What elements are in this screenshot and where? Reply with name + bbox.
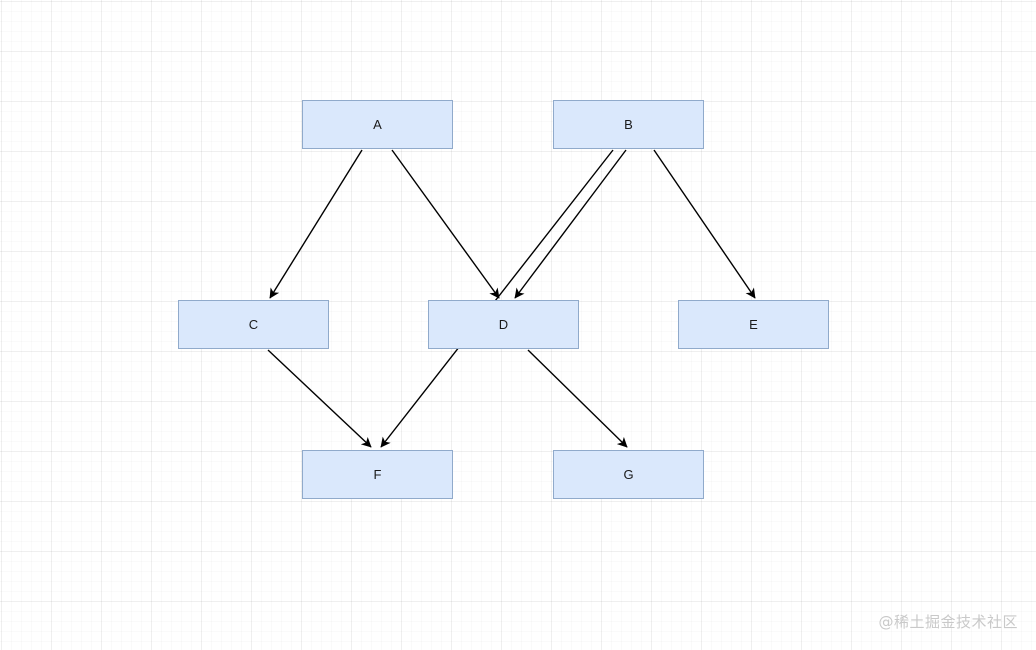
edges-group bbox=[267, 149, 756, 448]
edge-b-to-f[interactable] bbox=[380, 149, 614, 448]
edge-d-to-g[interactable] bbox=[527, 349, 628, 448]
edge-c-to-f[interactable] bbox=[267, 349, 372, 448]
node-d[interactable]: D bbox=[428, 300, 579, 349]
node-e-label: E bbox=[749, 317, 758, 332]
edge-a-to-c[interactable] bbox=[269, 149, 363, 299]
watermark: @稀土掘金技术社区 bbox=[878, 613, 1018, 631]
edge-b-to-e[interactable] bbox=[653, 149, 756, 299]
edge-b-to-d[interactable] bbox=[514, 149, 627, 299]
node-c[interactable]: C bbox=[178, 300, 329, 349]
node-e[interactable]: E bbox=[678, 300, 829, 349]
node-g[interactable]: G bbox=[553, 450, 704, 499]
edge-a-to-d[interactable] bbox=[391, 149, 500, 299]
node-g-label: G bbox=[623, 467, 634, 482]
node-c-label: C bbox=[248, 317, 259, 332]
node-f-label: F bbox=[373, 467, 382, 482]
node-a[interactable]: A bbox=[302, 100, 453, 149]
node-b[interactable]: B bbox=[553, 100, 704, 149]
node-f[interactable]: F bbox=[302, 450, 453, 499]
node-a-label: A bbox=[373, 117, 382, 132]
node-b-label: B bbox=[624, 117, 633, 132]
node-d-label: D bbox=[498, 317, 509, 332]
